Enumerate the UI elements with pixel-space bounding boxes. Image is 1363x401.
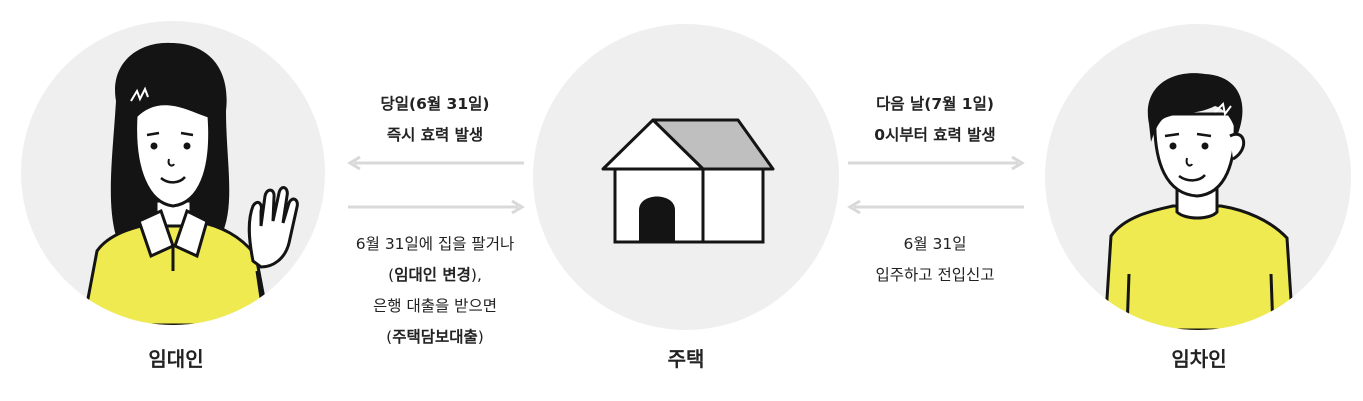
arrow-to-tenant [848, 155, 1025, 171]
house-illustration [601, 118, 775, 244]
tenant-effect-caption: 다음 날(7월 1일) 0시부터 효력 발생 [835, 89, 1035, 151]
arrow-to-house-from-landlord [348, 199, 525, 215]
tenant-action-caption: 6월 31일 입주하고 전입신고 [835, 229, 1035, 291]
landlord-action-caption: 6월 31일에 집을 팔거나 (임대인 변경), 은행 대출을 받으면 (주택담… [315, 229, 555, 353]
tenant-effect-line2: 0시부터 효력 발생 [874, 126, 996, 144]
landlord-effect-line1: 당일(6월 31일) [380, 95, 490, 113]
landlord-action-line2: (임대인 변경), [388, 266, 482, 284]
landlord-illustration [81, 42, 299, 325]
house-circle [533, 24, 839, 330]
tenant-action-line2: 입주하고 전입신고 [875, 266, 995, 284]
landlord-label: 임대인 [148, 347, 204, 371]
landlord-circle [21, 21, 325, 325]
landlord-action-line1: 6월 31일에 집을 팔거나 [355, 235, 515, 253]
house-label: 주택 [667, 347, 705, 371]
tenant-action-line1: 6월 31일 [903, 235, 967, 253]
tenant-circle [1045, 24, 1351, 330]
landlord-effect-caption: 당일(6월 31일) 즉시 효력 발생 [335, 89, 535, 151]
tenant-effect-line1: 다음 날(7월 1일) [876, 95, 994, 113]
tenant-illustration [1103, 73, 1295, 330]
landlord-effect-line2: 즉시 효력 발생 [386, 126, 484, 144]
landlord-action-line3: 은행 대출을 받으면 [373, 297, 497, 315]
mortgage-bold: 주택담보대출 [392, 328, 478, 346]
landlord-action-line4: (주택담보대출) [386, 328, 484, 346]
tenant-label: 임차인 [1171, 347, 1227, 371]
arrow-to-house-from-tenant [847, 199, 1024, 215]
landlord-change-bold: 임대인 변경 [394, 266, 471, 284]
arrow-to-landlord [347, 155, 524, 171]
